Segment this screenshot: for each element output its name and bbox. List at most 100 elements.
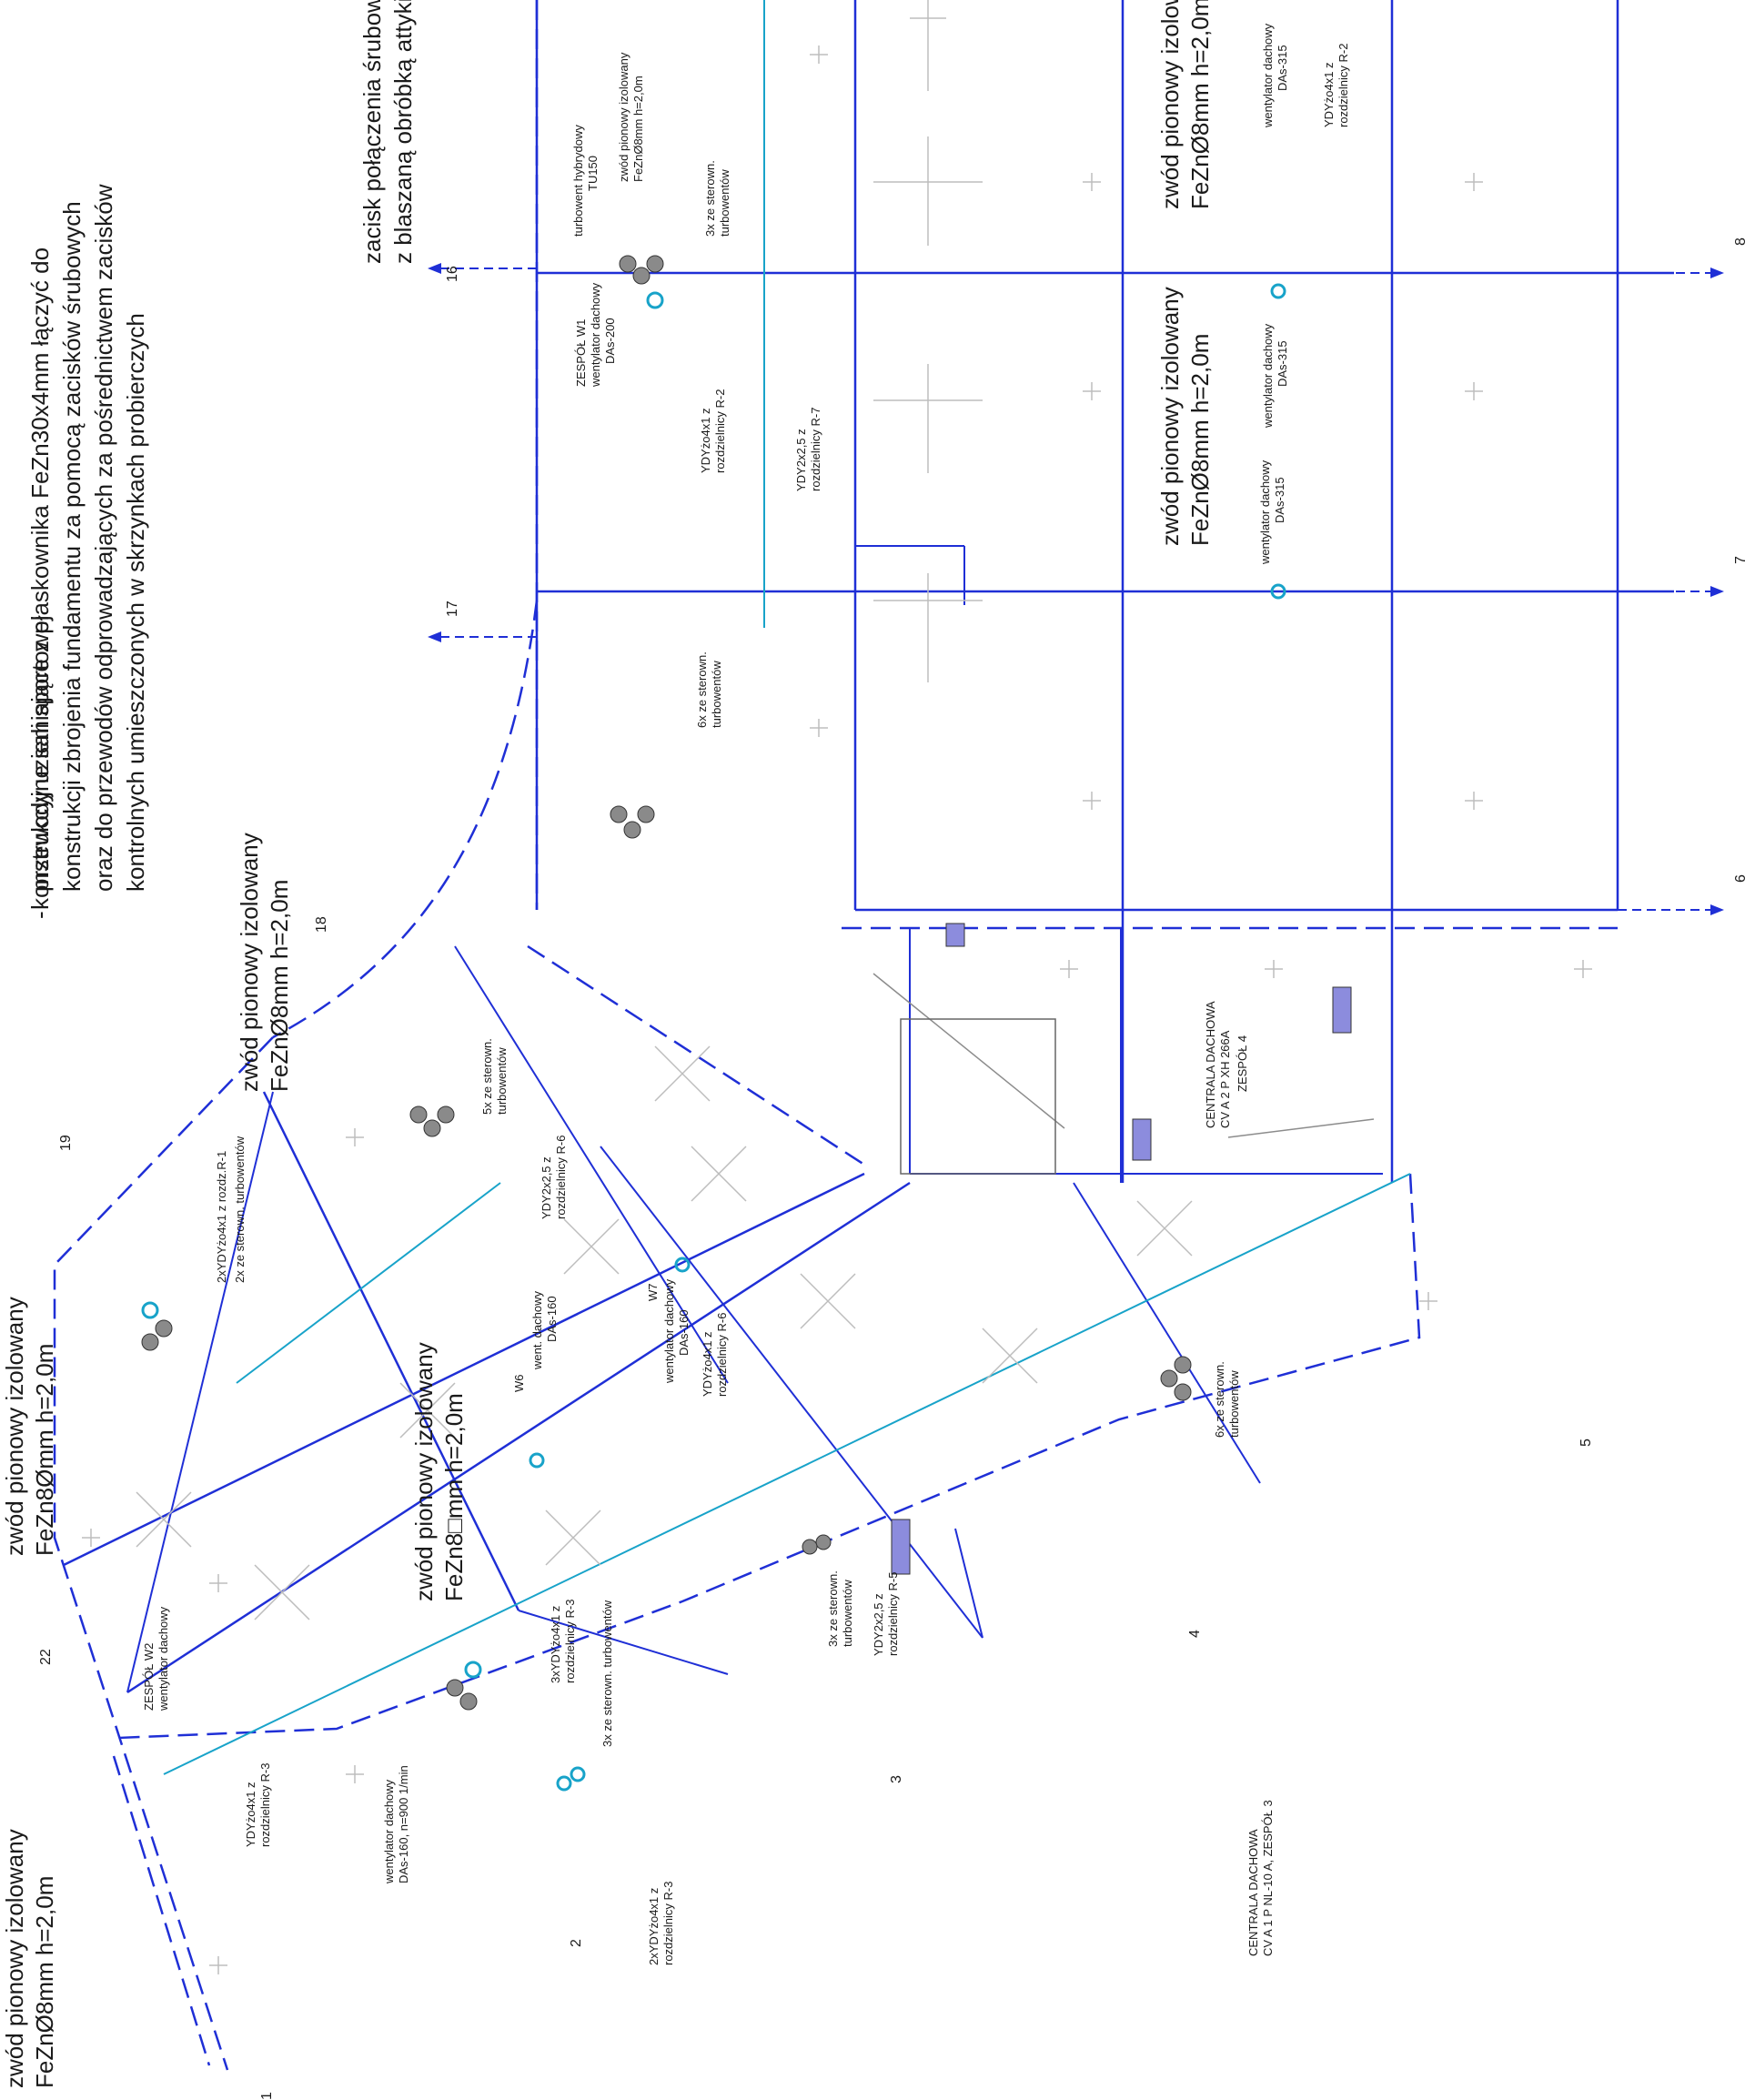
axis-number: 5 [1578,1439,1594,1447]
label: wentylator dachowy [589,282,602,388]
label: rozdzielnicy R-3 [258,1763,272,1847]
clamp-note-1: zacisk połączenia śrubowego [358,0,386,264]
label: DAs-315 [1276,340,1289,387]
label: ZESPÓŁ W1 [574,319,588,387]
axis-number: 1 [259,2092,275,2100]
label: wentylator dachowy [1261,323,1275,429]
label: wentylator dachowy [1261,23,1275,128]
axis-number: 7 [1733,556,1749,564]
rod-label: zwód pionowy izolowany [1156,287,1184,546]
rod-label: zwód pionowy izolowany [410,1342,438,1601]
rod-label: FeZn8Ømm h=2,0m [31,1344,58,1556]
label: 3x ze sterown. turbowentów [600,1600,614,1747]
rod-label: FeZn8□mm h=2,0m [440,1393,468,1601]
axis-number: 3 [889,1775,904,1783]
label: rozdzielnicy R-5 [886,1572,900,1656]
note-line-5: kontrolnych umieszczonych w skrzynkach p… [122,313,149,892]
axis-number: 18 [314,916,329,933]
label: ZESPÓŁ W2 [142,1643,156,1711]
label: W6 [512,1375,526,1393]
label: rozdzielnicy R-6 [715,1313,729,1397]
note-dash: - [26,911,54,919]
label: DAs-200 [603,318,617,364]
label: turbowent hybrydowy [571,125,585,237]
label: W7 [646,1284,660,1302]
note-line-4: oraz do przewodów odprowadzających za po… [90,184,117,892]
label: rozdzielnicy R-2 [1336,44,1350,127]
label: YDYżo4x1 z [244,1782,257,1847]
label: wentylator dachowy [382,1779,396,1884]
rod-label: zwód pionowy izolowany [236,833,263,1092]
note-line-1: konstrukcyjne sali sportowej [26,615,54,910]
rod-label: zwód pionowy izolowany [1,1829,28,2088]
label: 3x ze sterown. [703,160,717,237]
label: CV A 1 P NL-10 A, ZESPÓŁ 3 [1261,1800,1275,1956]
general-notes: konstrukcyjne sali sportowej - przewody … [26,0,417,919]
axis-number: 2 [569,1939,584,1947]
axis-markers [428,263,1724,915]
rod-label: FeZnØ8mm h=2,0m [31,1876,58,2088]
label: 5x ze sterown. [480,1038,494,1115]
label: 3x ze sterown. [826,1570,840,1647]
grid-marks [82,0,1592,1974]
label: zwód pionowy izolowany [617,52,630,182]
lightning-grid-main [535,0,1674,1183]
label: YDY2x2,5 z [872,1593,885,1656]
label: rozdzielnicy R-3 [661,1882,675,1965]
label: CV A 2 P XH 266A [1218,1030,1232,1128]
label: rozdzielnicy R-7 [809,408,822,491]
rod-label: zwód pionowy izolowany [1,1297,28,1556]
label: rozdzielnicy R-6 [554,1136,568,1219]
label: YDY2x2,5 z [794,429,808,491]
label: turbowentów [495,1047,509,1115]
label: 2xYDYżo4x1 z [647,1888,661,1965]
label: DAs-160 [545,1296,559,1342]
label: wentylator dachowy [662,1278,676,1384]
label: ZESPÓŁ 4 [1236,1035,1249,1092]
axis-number: 19 [58,1135,74,1151]
label: DAs-160, n=900 1/min [397,1765,410,1883]
rod-label: zwód pionowy izolowany [1156,0,1184,209]
label: wentylator dachowy [1258,459,1272,565]
label: CENTRALA DACHOWA [1246,1829,1260,1956]
label: DAs-315 [1276,45,1289,91]
axis-number: 17 [445,601,460,617]
axis-number: 4 [1187,1630,1203,1638]
ventilator-cluster-icon [141,255,1286,1792]
note-line-3: konstrukcji zbrojenia fundamentu za pomo… [58,201,86,892]
label: turbowentów [1227,1370,1241,1438]
axis-numbers: 1 2 3 4 5 6 7 8 16 17 18 19 22 [38,237,1749,2100]
note-line-2: przewody uziemiające z płaskownika FeZn3… [26,247,54,892]
label: CENTRALA DACHOWA [1204,1001,1217,1128]
lightning-grid-wing [53,0,1421,2071]
axis-number: 22 [38,1649,54,1665]
equipment-labels: turbowent hybrydowy TU150 zwód pionowy i… [142,23,1350,1965]
label: YDYżo4x1 z [701,1331,714,1397]
label: 2x ze sterown. turbowentów [233,1136,247,1283]
label: turbowentów [718,169,731,237]
axis-number: 6 [1733,874,1749,883]
label: went. dachowy [530,1291,544,1370]
label: rozdzielnicy R-2 [713,389,727,473]
label: FeZnØ8mm h=2,0m [631,76,645,182]
clamp-note-2: z blaszaną obróbką attyki [389,0,417,264]
label: YDY2x2,5 z [540,1156,553,1219]
axis-number: 8 [1733,237,1749,246]
label: 3xYDYżo4x1 z [549,1606,562,1683]
label: turbowentów [841,1580,854,1647]
label: 6x ze sterown. [1213,1361,1226,1438]
label: rozdzielnicy R-3 [563,1600,577,1683]
label: turbowentów [710,661,723,728]
label: DAs-315 [1273,477,1286,523]
rod-label: FeZnØ8mm h=2,0m [1186,0,1214,209]
label: YDYżo4x1 z [699,408,712,473]
rod-label: FeZnØ8mm h=2,0m [266,880,293,1092]
rod-labels: zwód pionowy izolowany FeZnØ8mm h=2,0m z… [1,0,1214,2088]
label: wentylator dachowy [156,1606,170,1711]
label: YDYżo4x1 z [1322,62,1336,127]
rooftop-unit-boxes [891,923,1352,1575]
label: DAs-160 [677,1309,691,1356]
rod-label: FeZnØ8mm h=2,0m [1186,334,1214,546]
label: 2xYDYżo4x1 z rozdz.R-1 [215,1151,228,1283]
